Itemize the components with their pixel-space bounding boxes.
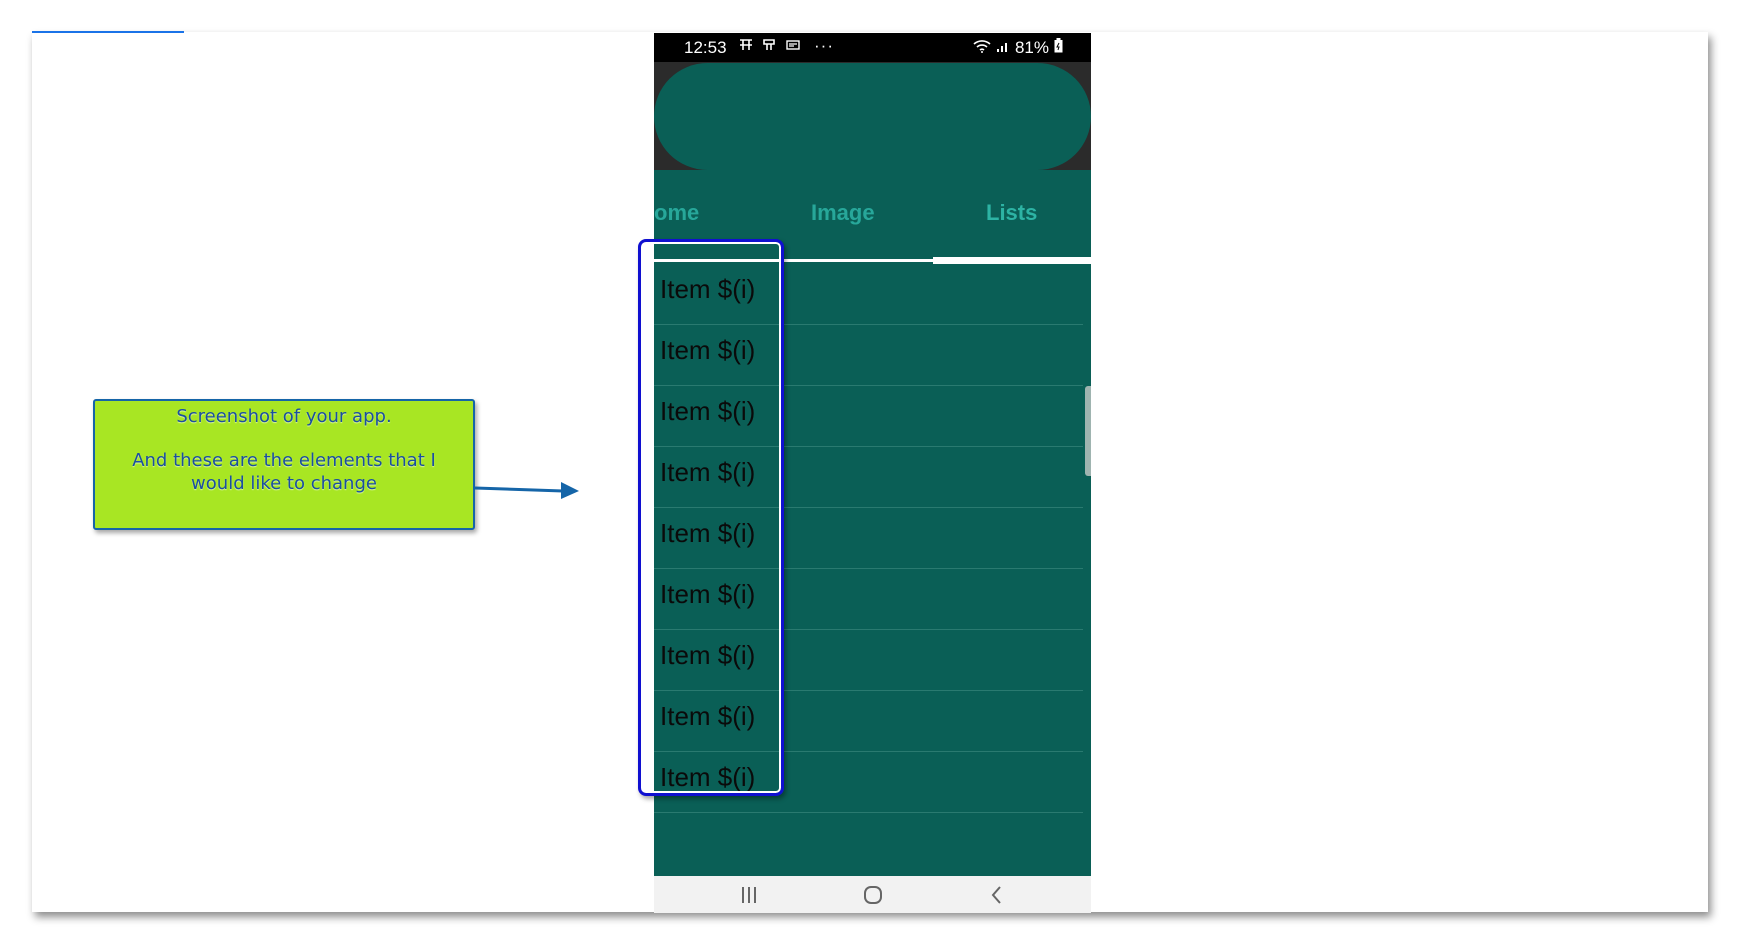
item-list: Item $(i) Item $(i) Item $(i) Item $(i) … [654, 264, 1083, 813]
recents-icon[interactable] [738, 884, 760, 909]
callout-line-1: Screenshot of your app. [176, 406, 392, 427]
back-icon[interactable] [986, 884, 1008, 909]
callout-arrow-icon [474, 482, 579, 499]
list-item[interactable]: Item $(i) [654, 325, 1083, 386]
list-item[interactable]: Item $(i) [654, 752, 1083, 813]
list-item[interactable]: Item $(i) [654, 508, 1083, 569]
tab-indicator-track [654, 259, 1091, 262]
signal-icon [996, 38, 1010, 58]
scrollbar-thumb[interactable] [1085, 386, 1091, 476]
list-item[interactable]: Item $(i) [654, 264, 1083, 325]
list-item-label: Item $(i) [660, 579, 756, 609]
tab-indicator-active [933, 257, 1091, 264]
phone-screenshot: 12:53 ··· 81% [654, 33, 1091, 913]
tab-lists[interactable]: Lists [986, 200, 1038, 225]
home-icon[interactable] [862, 884, 884, 909]
sheet-accent-line [32, 31, 184, 33]
status-bar: 12:53 ··· 81% [654, 33, 1091, 62]
list-item-label: Item $(i) [660, 274, 756, 304]
battery-percent: 81% [1014, 38, 1049, 57]
app-bar [654, 63, 1091, 170]
annotation-callout: Screenshot of your app. And these are th… [93, 399, 475, 530]
list-item[interactable]: Item $(i) [654, 386, 1083, 447]
callout-line-3: would like to change [191, 473, 377, 494]
tab-image[interactable]: Image [811, 200, 875, 225]
notification-icon [762, 39, 781, 54]
android-nav-bar [654, 876, 1091, 913]
list-item[interactable]: Item $(i) [654, 630, 1083, 691]
list-item-label: Item $(i) [660, 457, 756, 487]
list-item-label: Item $(i) [660, 701, 756, 731]
list-item[interactable]: Item $(i) [654, 691, 1083, 752]
list-item-label: Item $(i) [660, 396, 756, 426]
status-time: 12:53 [684, 38, 727, 57]
status-notification-icons [739, 39, 804, 54]
battery-icon [1054, 38, 1063, 58]
notification-icon [785, 40, 800, 54]
list-item-label: Item $(i) [660, 518, 756, 548]
tab-bar: ome Image Lists [654, 170, 1091, 264]
status-right-group: 81% [973, 38, 1063, 58]
list-item[interactable]: Item $(i) [654, 569, 1083, 630]
list-item-label: Item $(i) [660, 335, 756, 365]
list-item[interactable]: Item $(i) [654, 447, 1083, 508]
status-more-dots: ··· [814, 36, 834, 55]
wifi-icon [973, 38, 991, 58]
tab-home[interactable]: ome [654, 200, 700, 225]
notification-icon [739, 39, 758, 54]
list-item-label: Item $(i) [660, 640, 756, 670]
list-item-label: Item $(i) [660, 762, 756, 792]
callout-line-2: And these are the elements that I [132, 450, 436, 471]
callout-gap [95, 428, 473, 449]
